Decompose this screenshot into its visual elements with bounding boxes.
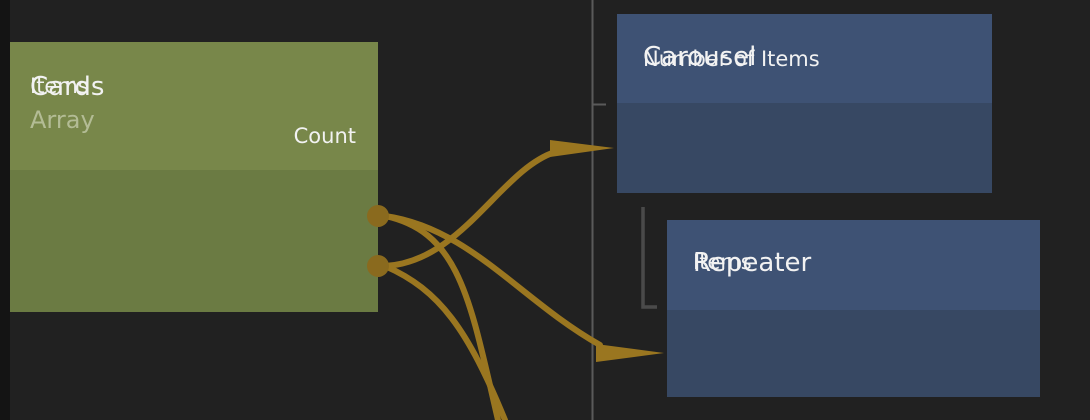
wire-count-to-carousel-number-of-items: [382, 149, 558, 269]
output-port-label-items[interactable]: Items: [30, 74, 89, 98]
node-cards[interactable]: Cards Array Items Count: [10, 42, 378, 312]
group-bracket: [641, 207, 657, 309]
node-cards-header: Cards Array: [10, 42, 378, 170]
output-port-dot-items[interactable]: [367, 205, 389, 227]
canvas-left-gutter: [0, 0, 10, 420]
node-repeater-body: Items: [667, 250, 1040, 397]
node-cards-body: Items Count: [10, 74, 378, 312]
input-port-label-number-of-items[interactable]: Number of Items: [643, 47, 820, 71]
wire-items-to-offscreen: [382, 213, 501, 420]
node-carousel[interactable]: Carousel Number of Items: [617, 14, 992, 193]
wire-count-to-offscreen: [382, 263, 508, 420]
node-carousel-title: Carousel: [643, 42, 757, 72]
output-port-label-count[interactable]: Count: [293, 124, 356, 148]
wire-items-to-repeater-items: [382, 213, 603, 348]
input-port-label-items[interactable]: Items: [693, 250, 752, 274]
node-carousel-header: Carousel: [617, 14, 992, 103]
output-port-dot-count[interactable]: [367, 255, 389, 277]
arrowhead-repeater-items: [596, 344, 664, 362]
node-repeater-header: Repeater: [667, 220, 1040, 310]
node-carousel-body: Number of Items: [617, 47, 992, 193]
node-cards-subtitle: Array: [30, 106, 95, 135]
arrowhead-carousel-number-of-items: [550, 140, 614, 157]
node-cards-title: Cards: [30, 72, 105, 102]
node-repeater-title: Repeater: [693, 248, 812, 278]
node-repeater[interactable]: Repeater Items: [667, 220, 1040, 397]
